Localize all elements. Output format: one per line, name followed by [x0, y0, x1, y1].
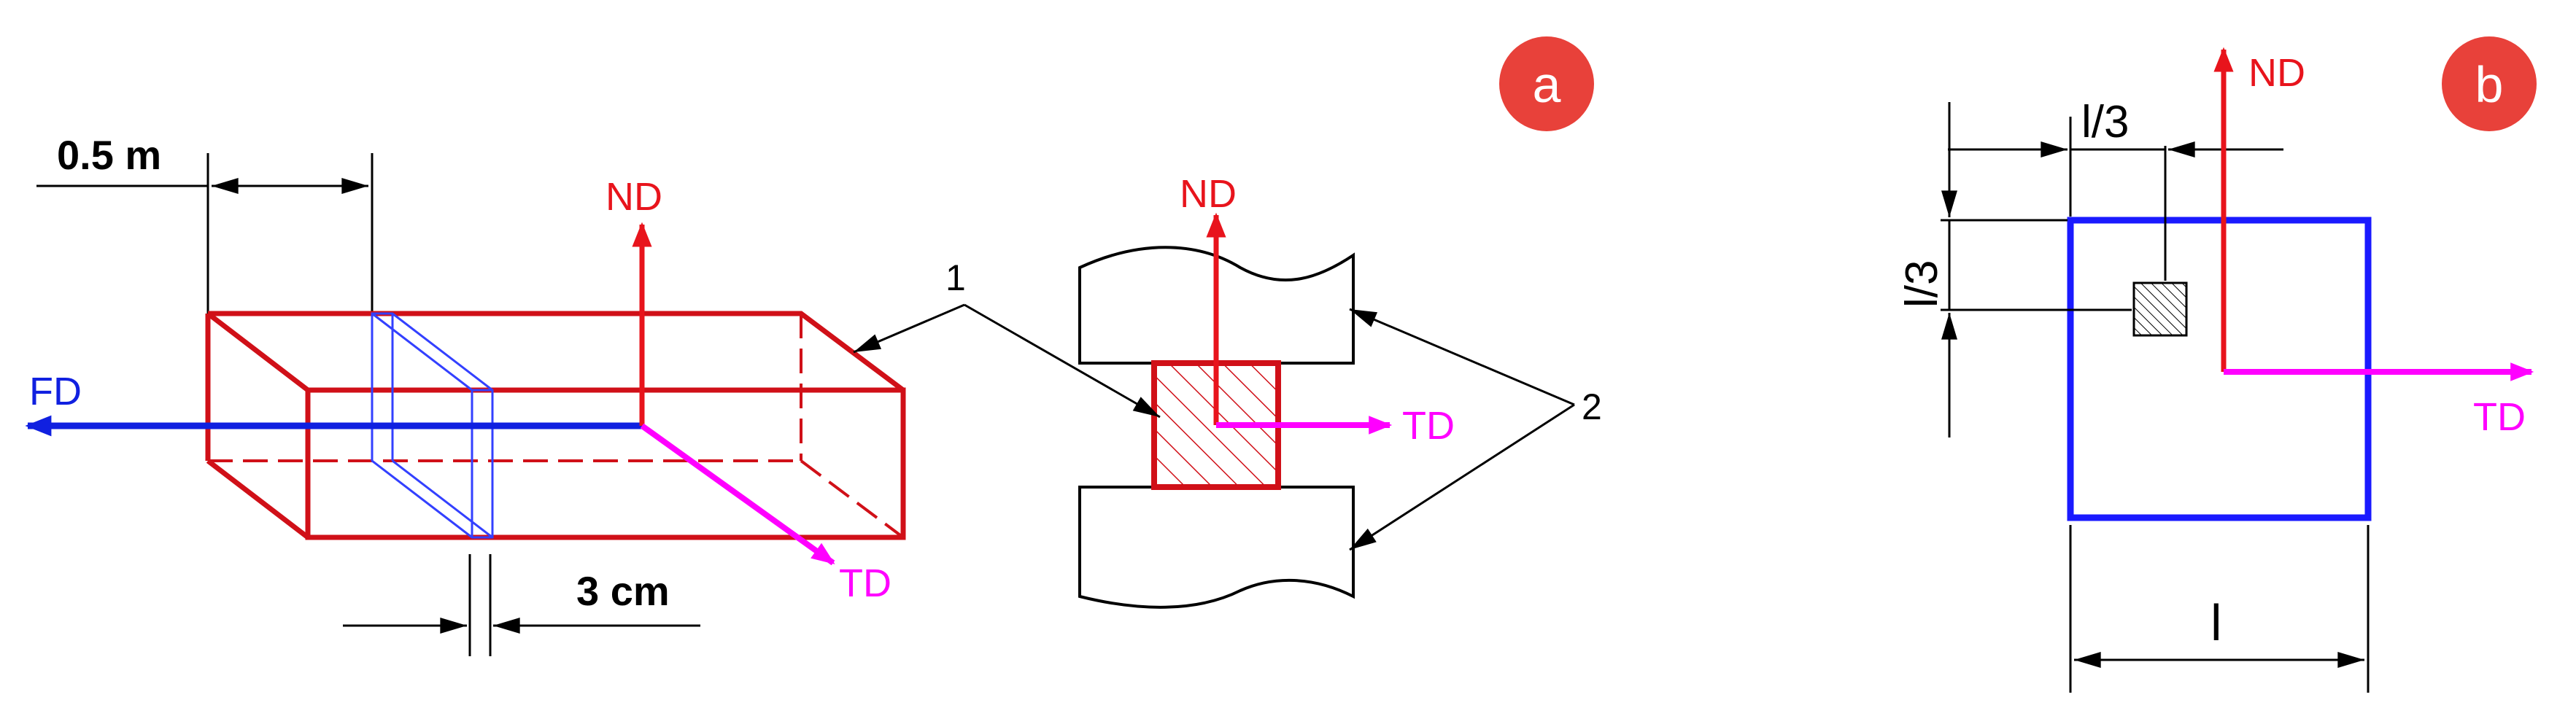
callout-2-label: 2	[1582, 386, 1602, 427]
td-label: TD	[2473, 395, 2526, 439]
roll-bottom	[1078, 486, 1355, 609]
panel-b: b l/3 l/3 l	[1897, 36, 2537, 693]
small-sample	[2132, 281, 2188, 337]
dimension-vertical-third-label: l/3	[1897, 260, 1947, 308]
dimension-thickness-label: 3 cm	[576, 568, 670, 614]
dimension-horizontal-third-label: l/3	[2081, 97, 2129, 147]
fd-label: FD	[29, 370, 82, 413]
sheet-block-hidden-edges	[208, 314, 905, 539]
dimension-length-label: 0.5 m	[57, 132, 161, 178]
panel-a-badge-label: a	[1533, 56, 1561, 113]
dimension-width-label: l	[2211, 594, 2222, 651]
roll-top	[1078, 246, 1355, 365]
panel-a-badge: a	[1499, 36, 1594, 131]
nd-label-block: ND	[606, 175, 662, 219]
td-label-block: TD	[839, 561, 891, 605]
dimension-vertical-third: l/3	[1897, 102, 2068, 437]
dimension-length: 0.5 m	[36, 132, 374, 314]
callout-1-label: 1	[945, 257, 966, 298]
panel-b-badge-label: b	[2475, 56, 2504, 113]
sample-slice	[371, 312, 494, 539]
panel-a: 0.5 m 3 cm	[25, 36, 1602, 656]
nd-label: ND	[2248, 51, 2305, 95]
dimension-width: l	[2069, 525, 2370, 693]
td-label-section: TD	[1402, 404, 1455, 448]
callout-1: 1	[853, 257, 1161, 419]
nd-label-section: ND	[1180, 172, 1237, 216]
panel-b-badge: b	[2442, 36, 2537, 131]
dimension-horizontal-third: l/3	[1948, 97, 2283, 217]
td-axis-block	[640, 423, 835, 566]
callout-2: 2	[1349, 308, 1602, 551]
dimension-thickness: 3 cm	[343, 554, 700, 656]
